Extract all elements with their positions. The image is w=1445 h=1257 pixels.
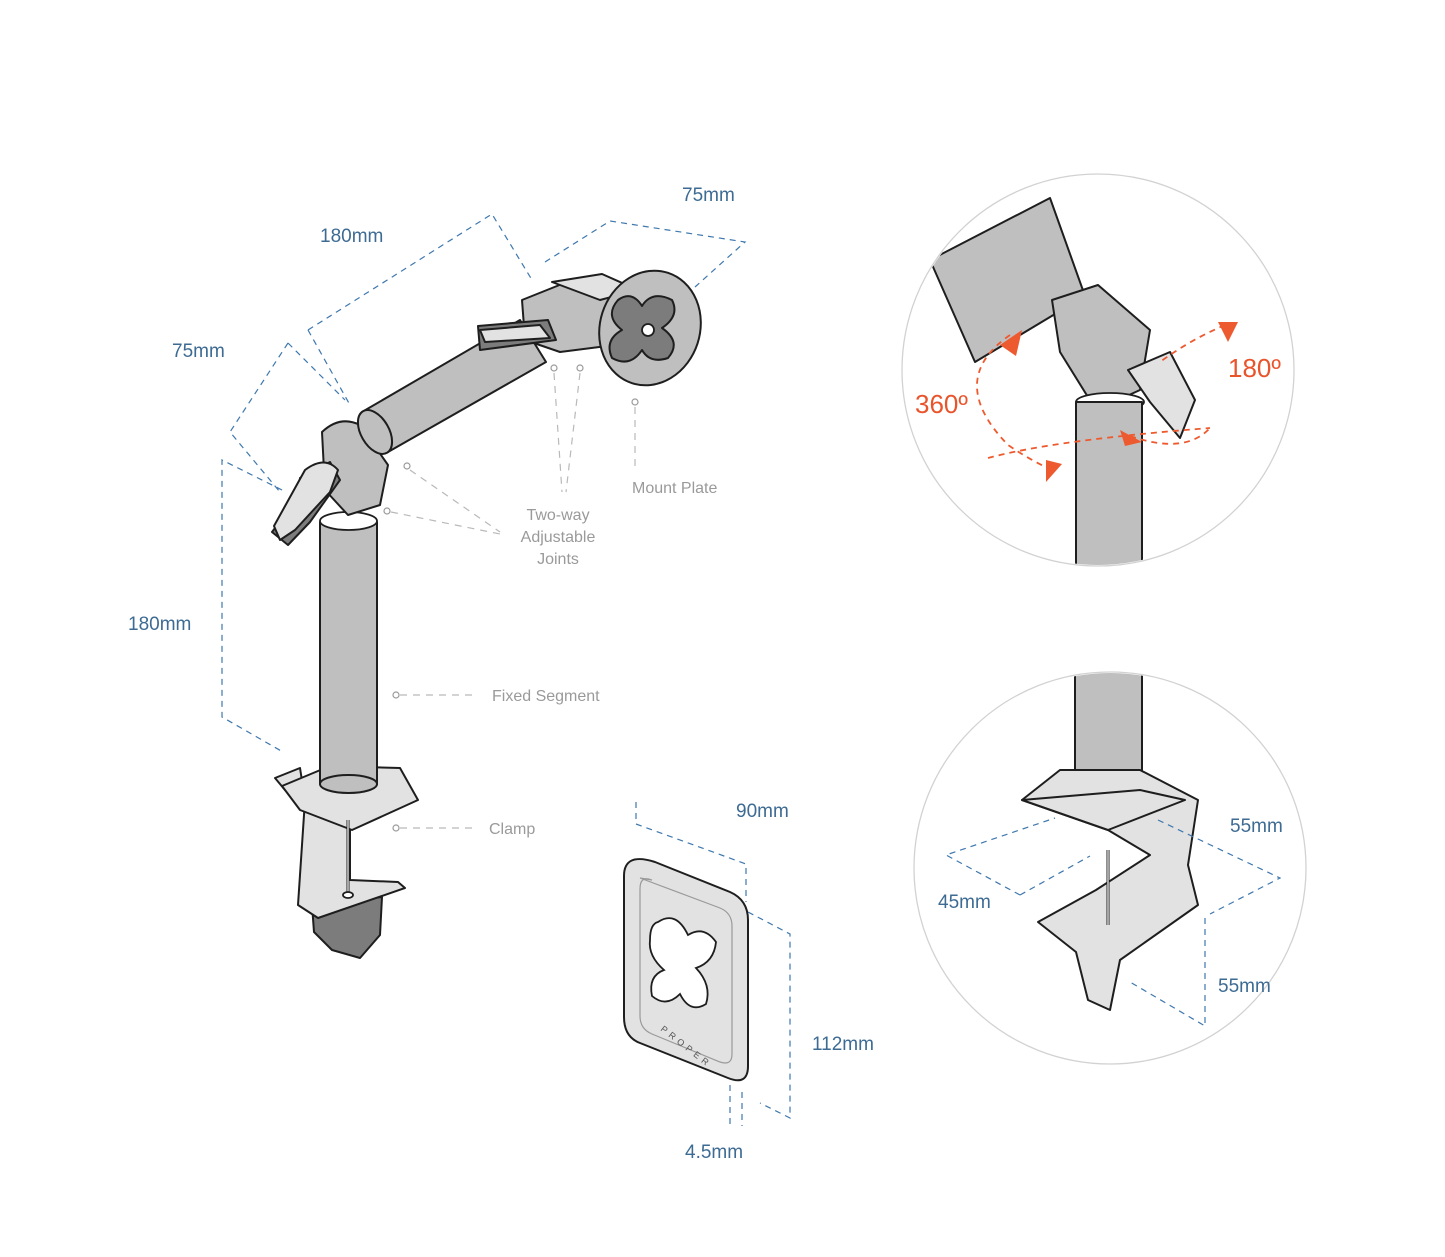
joints-callout-line1: Two-way (526, 507, 589, 524)
mount-plate-height-label: 112mm (812, 1034, 874, 1055)
rotation-detail: 360º 180º (901, 173, 1295, 567)
lower-joint-lever (273, 461, 339, 541)
fixed-segment-length-label: 180mm (128, 614, 191, 635)
clamp-depth-label: 55mm (1230, 816, 1283, 837)
arm-segment-length-label: 180mm (320, 226, 383, 247)
fixed-segment (319, 521, 378, 785)
callout-leaders (383, 364, 639, 832)
mount-plate-thickness-label: 4.5mm (685, 1142, 743, 1163)
clamp-width-label: 45mm (938, 892, 991, 913)
fixed-segment-callout: Fixed Segment (492, 688, 600, 705)
mount-plate-width-label: 90mm (736, 801, 789, 822)
joints-callout-line3: Joints (537, 551, 579, 568)
rotation-180-label: 180º (1228, 353, 1281, 383)
joints-callout-line2: Adjustable (521, 529, 596, 546)
clamp-detail: 45mm 55mm 55mm (913, 671, 1307, 1065)
proper-adhesive-plate: PROPER (623, 858, 749, 1082)
clamp-callout: Clamp (489, 821, 535, 838)
mount-plate-callout: Mount Plate (632, 480, 717, 497)
joint-length-top-label: 75mm (682, 185, 735, 206)
clamp-opening-label: 55mm (1218, 976, 1271, 997)
joint-length-left-label: 75mm (172, 341, 225, 362)
upper-joint-lever (479, 324, 551, 343)
rotation-360-label: 360º (915, 389, 968, 419)
dimension-guides (221, 213, 791, 1126)
monitor-arm (271, 269, 702, 959)
plate-cross-cutout (648, 917, 717, 1009)
